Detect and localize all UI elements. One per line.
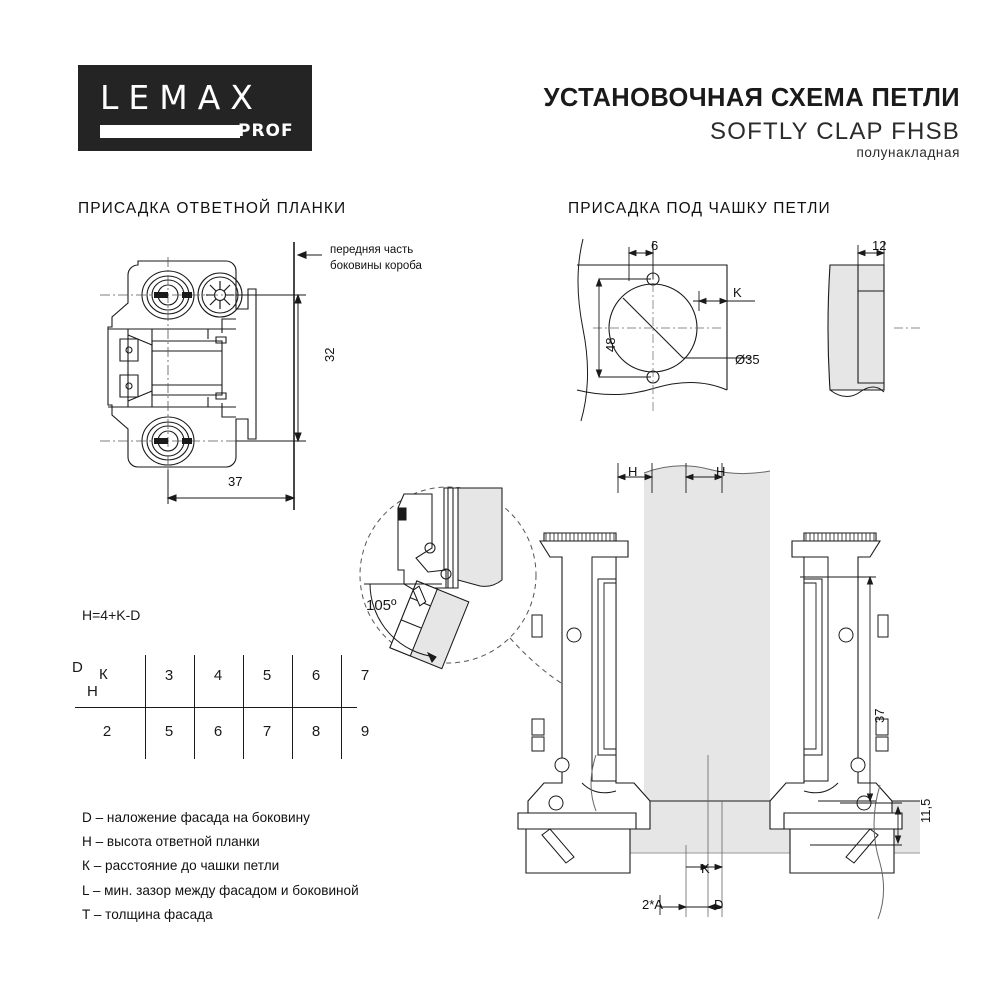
section-title-cup: ПРИСАДКА ПОД ЧАШКУ ПЕТЛИ — [568, 200, 831, 217]
cup-drilling-side-view — [827, 241, 920, 397]
plate-note-line1: передняя часть — [330, 244, 414, 256]
table-k-4: 7 — [360, 667, 370, 684]
assembly-dim-k: K — [701, 861, 710, 876]
logo-wordmark: LEMAX — [100, 78, 263, 117]
table-k-0: 3 — [164, 667, 174, 684]
logo-suffix: PROF — [238, 121, 294, 141]
legend-item-l: L – мин. зазор между фасадом и боковиной — [82, 882, 359, 898]
legend-item-k: К – расстояние до чашки петли — [82, 858, 280, 874]
table-k-3: 6 — [311, 667, 321, 684]
plate-dimension-lines — [166, 242, 322, 510]
model-name: SOFTLY CLAP FHSB — [710, 118, 960, 145]
page-title: УСТАНОВОЧНАЯ СХЕМА ПЕТЛИ — [543, 84, 960, 112]
cup-dim-diameter: Ø35 — [735, 352, 760, 367]
table-k-2: 5 — [262, 667, 272, 684]
table-h-4: 9 — [360, 723, 370, 740]
table-d-value: 2 — [102, 723, 112, 740]
table-k-1: 4 — [213, 667, 223, 684]
legend-item-t: T – толщина фасада — [82, 906, 213, 922]
cup-drilling-front-view — [576, 238, 755, 422]
assembly-section-drawing — [517, 463, 920, 920]
hinge-type: полунакладная — [856, 145, 960, 160]
table-header-d: D — [72, 659, 83, 676]
assembly-dim-37: 37 — [872, 708, 887, 723]
cup-dim-6: 6 — [651, 238, 659, 253]
detail-angle-label: 105º — [366, 597, 397, 614]
table-h-2: 7 — [262, 723, 272, 740]
dimension-table: D К H 3 4 5 6 7 2 5 6 7 8 9 — [72, 655, 369, 759]
assembly-dim-2a: 2*A — [642, 897, 663, 912]
table-header-k: К — [99, 666, 108, 683]
legend-list: D – наложение фасада на боковину H – выс… — [82, 806, 359, 927]
assembly-dim-h-left: H — [628, 464, 638, 479]
section-title-plate: ПРИСАДКА ОТВЕТНОЙ ПЛАНКИ — [78, 200, 347, 217]
height-formula: H=4+K-D — [82, 607, 141, 623]
plate-dim-32: 32 — [322, 347, 337, 362]
cup-dim-48: 48 — [603, 337, 618, 352]
plate-note-line2: боковины короба — [330, 260, 422, 272]
logo-bar — [100, 125, 240, 138]
table-h-0: 5 — [164, 723, 174, 740]
mounting-plate-drawing — [100, 257, 300, 485]
brand-logo: LEMAX PROF — [78, 65, 312, 151]
cup-dim-12: 12 — [872, 238, 887, 253]
legend-item-d: D – наложение фасада на боковину — [82, 810, 310, 825]
table-h-3: 8 — [311, 723, 321, 740]
assembly-dim-d: D — [714, 897, 724, 912]
assembly-dim-11-5: 11,5 — [918, 798, 933, 823]
detail-callout-105deg — [359, 486, 580, 695]
table-header-h: H — [87, 683, 98, 700]
table-h-1: 6 — [213, 723, 223, 740]
legend-item-h: H – высота ответной планки — [82, 834, 260, 850]
cup-dim-k: K — [733, 285, 742, 300]
plate-front-note: передняя часть боковины короба — [330, 242, 422, 274]
assembly-dim-h-right: H — [716, 464, 726, 479]
plate-dim-37: 37 — [228, 474, 243, 489]
